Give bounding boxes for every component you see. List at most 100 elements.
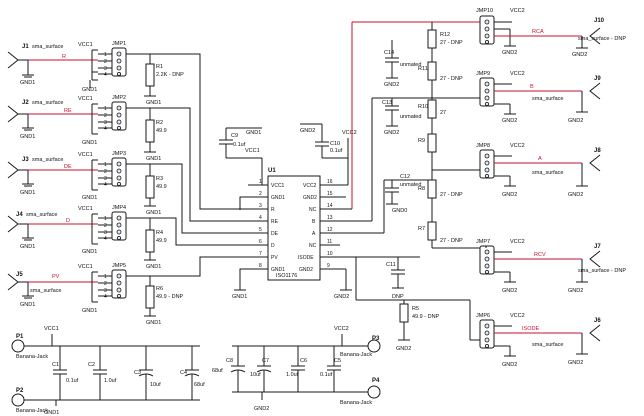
svg-text:GND2: GND2 (502, 118, 517, 124)
svg-text:B: B (530, 84, 534, 90)
svg-text:GND1: GND1 (232, 294, 247, 300)
svg-text:GND2: GND2 (502, 288, 517, 294)
svg-text:0.1uf: 0.1uf (320, 372, 333, 378)
svg-text:GND2: GND2 (396, 346, 411, 352)
banana-p2-icon (11, 393, 25, 407)
svg-text:DNP: DNP (392, 294, 404, 300)
svg-text:C6: C6 (300, 358, 307, 364)
banana-p1-icon (11, 339, 25, 353)
right-row-j7[interactable]: JMP7 VCC2 GND2 RCV GND2 J7 sma_surface -… (476, 239, 626, 294)
svg-text:RCV: RCV (534, 252, 546, 258)
svg-text:3: 3 (104, 176, 107, 182)
r3-ref: R3 (156, 176, 163, 182)
svg-text:GND2: GND2 (334, 294, 349, 300)
supply-vcc2[interactable]: VCC2 GND2 C8 68uf C7 10uf C6 1.0uf C5 0.… (212, 326, 381, 412)
svg-text:R5: R5 (412, 306, 419, 312)
svg-text:J8: J8 (594, 148, 601, 154)
r7-body (427, 221, 437, 241)
svg-text:J6: J6 (594, 318, 601, 324)
ic-pin-6-num: 6 (259, 239, 262, 245)
svg-text:27 - DNP: 27 - DNP (440, 238, 463, 244)
sma-j9-icon (589, 82, 601, 100)
right-row-j8[interactable]: JMP8 VCC2 GND2 A GND2 J8 sma_surface (476, 143, 601, 198)
svg-text:4: 4 (104, 182, 107, 188)
svg-text:GND1: GND1 (20, 134, 35, 140)
r1-val: 2.2K - DNP (156, 72, 184, 78)
svg-text:unmated: unmated (400, 182, 421, 188)
ic-pin-9-num: 9 (327, 263, 330, 269)
svg-text:J9: J9 (594, 76, 601, 82)
ic-right-pins: 16 15 14 13 12 11 10 9 VCC2 GND2 NC B A … (298, 179, 340, 273)
j1-ref: J1 (22, 44, 29, 50)
r4-body (145, 229, 155, 253)
svg-text:C1: C1 (52, 362, 59, 368)
svg-text:4: 4 (104, 72, 107, 78)
ic-pin-1-num: 1 (259, 179, 262, 185)
svg-text:VCC2: VCC2 (510, 71, 525, 77)
svg-text:1: 1 (104, 162, 107, 168)
ic-pin-13-name: B (312, 219, 316, 225)
sma-j6-icon (589, 324, 601, 342)
right-row-j9[interactable]: JMP9 VCC2 GND2 B GND2 J9 sma_surface (476, 71, 601, 124)
ic-pin-4-name: RE (271, 219, 279, 225)
svg-text:4: 4 (104, 236, 107, 242)
svg-text:C13: C13 (382, 100, 392, 106)
svg-text:C5: C5 (334, 358, 341, 364)
svg-text:VCC1: VCC1 (78, 206, 93, 212)
svg-text:GND1: GND1 (146, 156, 161, 162)
svg-text:27 - DNP: 27 - DNP (440, 192, 463, 198)
svg-text:1.0uf: 1.0uf (286, 372, 299, 378)
supply-vcc1[interactable]: P1 Banana-Jack P2 Banana-Jack VCC1 GND1 … (11, 326, 205, 416)
ic-u1[interactable]: U1 ISO1176 1 2 3 4 5 6 7 8 VCC1 GND1 R R… (248, 168, 340, 281)
svg-text:VCC2: VCC2 (510, 313, 525, 319)
svg-text:68uf: 68uf (212, 368, 223, 374)
sma-j8-icon (589, 154, 601, 172)
r9-body (427, 133, 437, 153)
right-row-j6[interactable]: JMP6 VCC2 GND2 ISODE GND2 J6 sma_surface (476, 313, 601, 368)
svg-text:1: 1 (104, 216, 107, 222)
ic-pin-11-name: NC (309, 243, 317, 249)
svg-text:VCC2: VCC2 (510, 239, 525, 245)
r3-val: 49.9 (156, 184, 167, 190)
banana-p3-icon (367, 339, 381, 353)
svg-text:sma_surface - DNP: sma_surface - DNP (578, 36, 626, 42)
svg-text:VCC1: VCC1 (44, 326, 59, 332)
ic-pin-6-name: D (271, 243, 275, 249)
svg-text:C14: C14 (384, 50, 394, 56)
svg-text:GND1: GND1 (20, 80, 35, 86)
r1-body (145, 63, 155, 87)
svg-text:GND2: GND2 (572, 52, 587, 58)
j3-ref: J3 (22, 157, 29, 163)
r3-body (145, 175, 155, 199)
ic-ref: U1 (268, 168, 276, 174)
svg-text:C8: C8 (226, 358, 233, 364)
svg-text:GND1: GND1 (146, 264, 161, 270)
ic-pin-7-num: 7 (259, 251, 262, 257)
cap-c9[interactable]: C9 0.1uf GND1 VCC1 (219, 127, 262, 159)
c9-vcc: VCC1 (245, 148, 260, 154)
cap-c13: C13 unmated GND2 (382, 98, 421, 136)
svg-text:1: 1 (104, 52, 107, 58)
svg-text:4: 4 (104, 294, 107, 300)
cap-c14: C14 unmated GND2 (384, 40, 421, 88)
right-row-j10[interactable]: JMP10 VCC2 GND2 RCA GND2 J10 sma_surface… (476, 8, 626, 58)
j5-net: PV (52, 274, 60, 280)
svg-text:C11: C11 (386, 262, 396, 268)
svg-text:GND1: GND1 (82, 195, 97, 201)
c10-gnd: GND2 (300, 128, 315, 134)
svg-text:Banana-Jack: Banana-Jack (340, 400, 372, 406)
ic-pin-16-num: 16 (327, 179, 333, 185)
jmp4-ref: JMP4 (112, 205, 126, 211)
cap-c10[interactable]: C10 0.1uf VCC2 GND2 (300, 123, 357, 186)
ic-pin-5-name: DE (271, 231, 279, 237)
sma-j3-icon (7, 161, 19, 179)
sma-j10-icon (589, 27, 601, 45)
right-bus[interactable]: R12 27 - DNP R11 27 - DNP R10 27 R9 R8 2… (334, 21, 486, 352)
svg-text:GND1: GND1 (82, 249, 97, 255)
svg-text:3: 3 (104, 66, 107, 72)
